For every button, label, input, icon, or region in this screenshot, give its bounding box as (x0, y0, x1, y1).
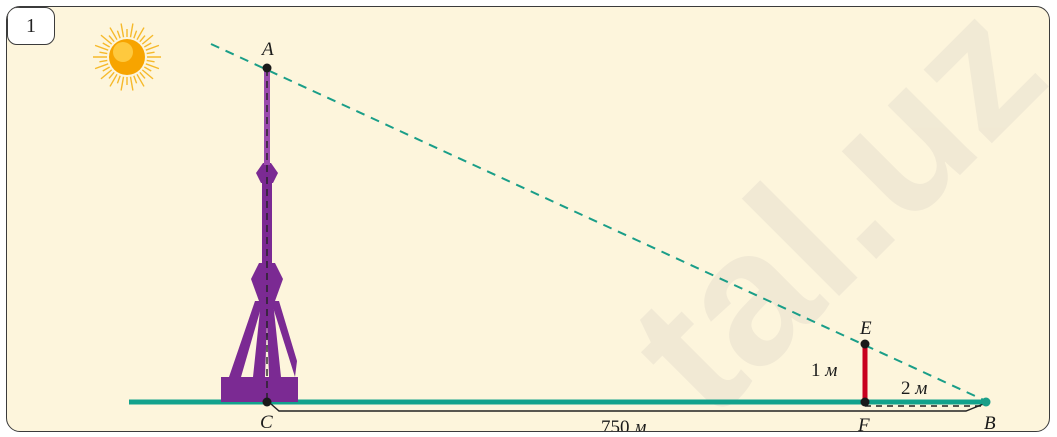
sun-ray (120, 23, 125, 38)
sun-ray (143, 66, 152, 72)
point-f (860, 397, 870, 407)
label-b: B (984, 413, 996, 432)
label-f: F (857, 415, 870, 432)
sun-ray (136, 27, 145, 41)
sun-ray (133, 30, 138, 39)
measure-fb-value: 2 (901, 378, 911, 399)
measure-cb-value: 750 (601, 417, 630, 432)
label-e: E (859, 318, 872, 339)
sun-ray (100, 34, 113, 45)
sun-ray (139, 35, 146, 43)
measure-cb: 750 м (601, 417, 646, 432)
label-c: C (260, 412, 273, 432)
sun-ray (102, 42, 111, 48)
tv-tower-icon (221, 71, 298, 402)
sun-ray (139, 71, 146, 79)
point-e (860, 339, 870, 349)
sun-ray (99, 51, 108, 55)
sun-ray (141, 34, 154, 45)
sun-ray (116, 75, 121, 84)
sun-ray (146, 51, 155, 55)
brace-cb (270, 402, 987, 412)
sun-ray (129, 23, 134, 38)
sun-ray (133, 75, 138, 84)
point-c (262, 397, 272, 407)
sun-ray (102, 66, 111, 72)
problem-number-badge: 1 (7, 7, 55, 45)
point-a (262, 63, 272, 73)
sun-ray (108, 35, 115, 43)
sun-ray (129, 76, 134, 91)
point-b (981, 397, 991, 407)
sun-ray (94, 63, 109, 70)
diagram-frame: tal.uz (6, 6, 1050, 432)
sun-ray (141, 69, 154, 80)
sun-ray (146, 59, 155, 63)
sight-line-ab (210, 43, 987, 402)
sun-icon (93, 23, 161, 91)
sun-ray (136, 73, 145, 87)
sun-ray (109, 27, 118, 41)
sun-ray (145, 44, 160, 51)
sun-ray (143, 42, 152, 48)
sun-ray (99, 59, 108, 63)
sun-ray (145, 63, 160, 70)
sun-ray (116, 30, 121, 39)
sun-ray (108, 71, 115, 79)
label-a: A (260, 39, 274, 60)
measure-cb-unit: м (633, 417, 646, 432)
measure-ef-unit: м (824, 360, 837, 381)
measure-fb-unit: м (914, 378, 927, 399)
sun-ray (109, 73, 118, 87)
measure-fb: 2 м (901, 378, 927, 399)
measure-ef-value: 1 (811, 360, 821, 381)
sun-ray (94, 44, 109, 51)
sun-ray (120, 76, 125, 91)
measure-ef: 1 м (811, 360, 837, 381)
sun-ray (100, 69, 113, 80)
diagram-canvas: tal.uz (93, 7, 1049, 432)
